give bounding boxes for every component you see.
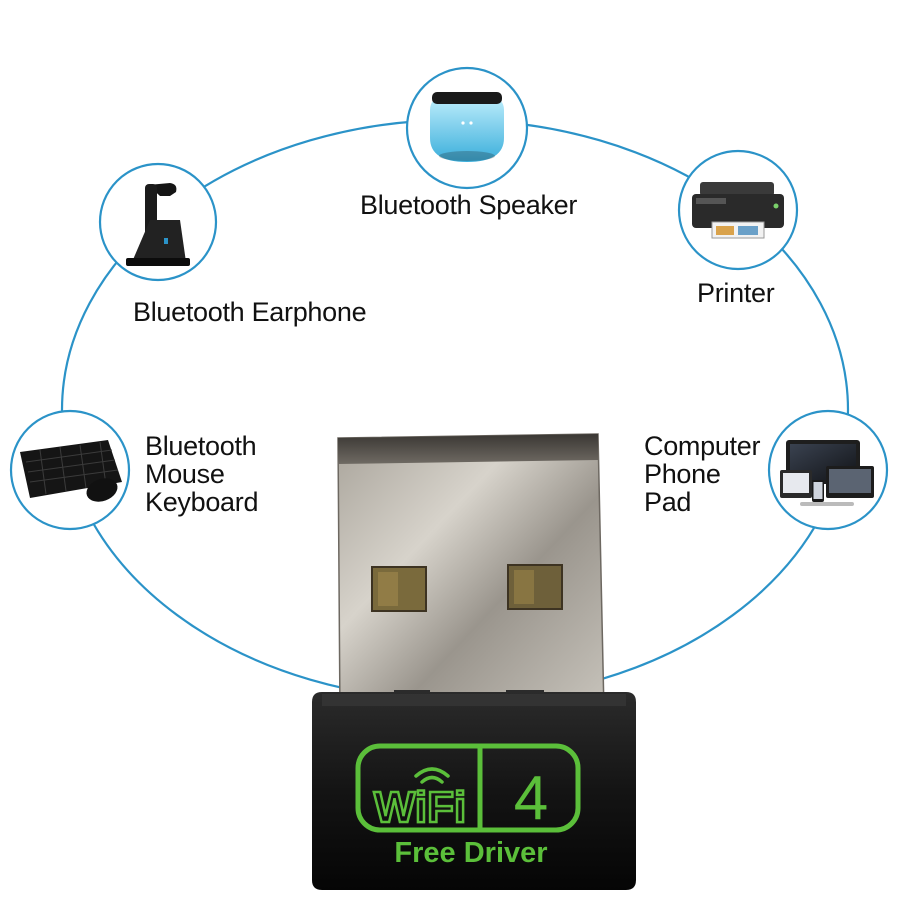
printer-icon — [692, 182, 784, 239]
adapter-body: WiFi 4 Free Driver — [312, 692, 636, 890]
computer-label-line-1: Computer — [644, 431, 761, 461]
free-driver-text: Free Driver — [394, 837, 547, 869]
keyboard-label-line-2: Mouse — [145, 459, 225, 489]
wifi-logo-text: WiFi — [374, 783, 466, 832]
wifi-version-number: 4 — [514, 764, 548, 833]
printer-label: Printer — [697, 278, 775, 308]
computer-label-line-3: Pad — [644, 487, 692, 517]
computer-label-line-2: Phone — [644, 459, 721, 489]
computer-circle — [767, 409, 889, 531]
keyboard-label-line-1: Bluetooth — [145, 431, 257, 461]
wifi-logo-frame — [355, 743, 581, 833]
bluetooth-speaker-icon — [430, 92, 504, 162]
earphone-label: Bluetooth Earphone — [133, 297, 367, 327]
keyboard-circle — [9, 409, 131, 531]
computer-devices-icon — [780, 440, 874, 506]
bluetooth-earphone-icon — [126, 183, 190, 266]
keyboard-label: Bluetooth Mouse Keyboard — [145, 432, 258, 516]
speaker-circle — [405, 66, 529, 190]
usb-connector — [337, 433, 605, 717]
printer-circle — [677, 149, 799, 271]
earphone-circle — [98, 162, 218, 282]
computer-label: Computer Phone Pad — [644, 432, 760, 516]
keyboard-mouse-icon — [20, 440, 122, 502]
speaker-label: Bluetooth Speaker — [360, 190, 578, 220]
wifi-signal-icon — [414, 767, 450, 784]
keyboard-label-line-3: Keyboard — [145, 487, 259, 517]
